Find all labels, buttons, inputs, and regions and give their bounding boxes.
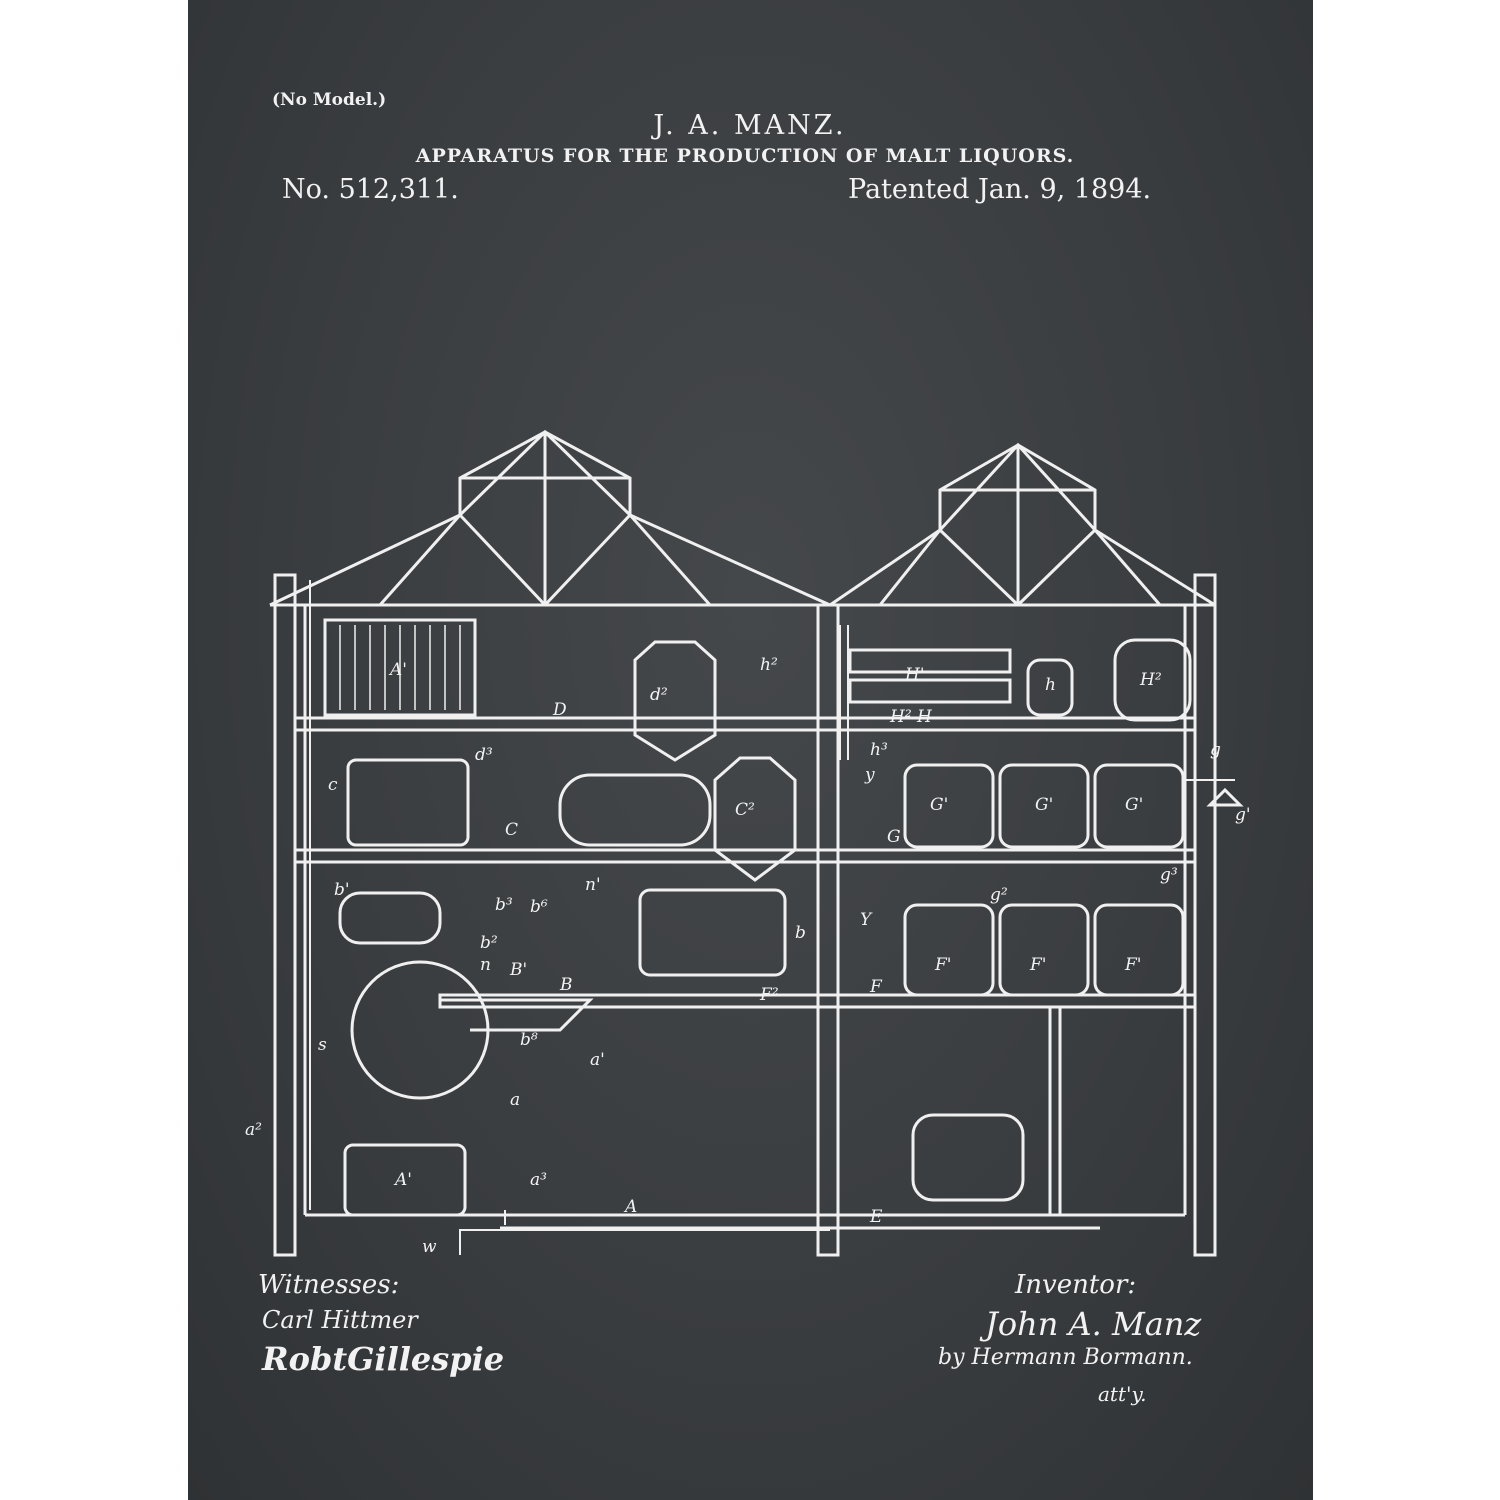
no-model-note: (No Model.) (272, 90, 387, 110)
figure-label: a³ (530, 1170, 547, 1190)
chalkboard-background (188, 0, 1313, 1500)
figure-label: B (559, 975, 573, 995)
witnesses-label: Witnesses: (258, 1270, 400, 1300)
patent-title: APPARATUS FOR THE PRODUCTION OF MALT LIQ… (415, 145, 1075, 167)
figure-label: H' (904, 665, 925, 685)
figure-label: h³ (870, 740, 888, 760)
figure-label: b' (334, 880, 350, 900)
figure-label: y (864, 765, 875, 785)
figure-label: g (1210, 740, 1221, 760)
figure-label: H² H (889, 707, 933, 727)
figure-label: G (887, 827, 901, 847)
witness-signature-2: RobtGillespie (262, 1340, 505, 1378)
figure-label: G' (1125, 795, 1143, 815)
figure-label: n (480, 955, 491, 975)
figure-labels: D C c B B' A E F G A' A' a a' a² a³ d² d… (245, 655, 1251, 1257)
figure-label: n' (585, 875, 601, 895)
figure-label: F' (1124, 955, 1141, 975)
figure-label: b (795, 923, 806, 943)
figure-label: D (552, 700, 567, 720)
figure-label: E (869, 1207, 883, 1227)
figure-label: F² (759, 985, 779, 1005)
figure-label: w (422, 1237, 437, 1257)
patent-number: No. 512,311. (282, 174, 459, 205)
figure-label: F' (934, 955, 951, 975)
figure-label: A' (393, 1170, 412, 1190)
witness-signature-1: Carl Hittmer (262, 1306, 418, 1334)
figure-label: A (623, 1197, 637, 1217)
figure-label: G' (1035, 795, 1053, 815)
figure-label: C (505, 820, 518, 840)
figure-label: g' (1235, 805, 1251, 825)
figure-label: b² (480, 933, 498, 953)
right-roof-truss (829, 442, 1216, 607)
left-roof-truss (269, 429, 831, 607)
figure-label: H² (1139, 670, 1162, 690)
figure-label: b⁸ (520, 1030, 538, 1050)
inventor-heading: J. A. MANZ. (653, 110, 847, 141)
inventor-label: Inventor: (1015, 1270, 1137, 1300)
figure-label: B' (509, 960, 527, 980)
figure-label: s (318, 1035, 327, 1055)
figure-label: C² (735, 800, 755, 820)
inventor-signature: John A. Manz (985, 1305, 1202, 1343)
figure-label: g³ (1160, 865, 1178, 885)
tanks-left (323, 618, 797, 1217)
attorney-abbreviation: att'y. (1098, 1382, 1147, 1406)
figure-label: d² (650, 685, 668, 705)
tanks-right (848, 638, 1244, 1215)
figure-label: A' (388, 660, 407, 680)
figure-label: G' (930, 795, 948, 815)
figure-label: F' (1029, 955, 1046, 975)
figure-label: d³ (475, 745, 493, 765)
figure-label: Y (860, 910, 873, 930)
building-walls (273, 573, 1217, 1257)
patent-date: Patented Jan. 9, 1894. (848, 174, 1152, 205)
figure-label: b³ (495, 895, 513, 915)
figure-label: b⁶ (530, 897, 548, 917)
attorney-signature: by Hermann Bormann. (938, 1345, 1193, 1370)
figure-label: c (328, 775, 338, 795)
figure-label: a² (245, 1120, 262, 1140)
figure-label: a (510, 1090, 520, 1110)
figure-label: F (869, 977, 883, 997)
figure-label: a' (590, 1050, 605, 1070)
figure-label: h² (760, 655, 778, 675)
figure-label: g² (990, 885, 1008, 905)
pipes (309, 580, 1235, 1255)
figure-label: h (1045, 675, 1056, 695)
